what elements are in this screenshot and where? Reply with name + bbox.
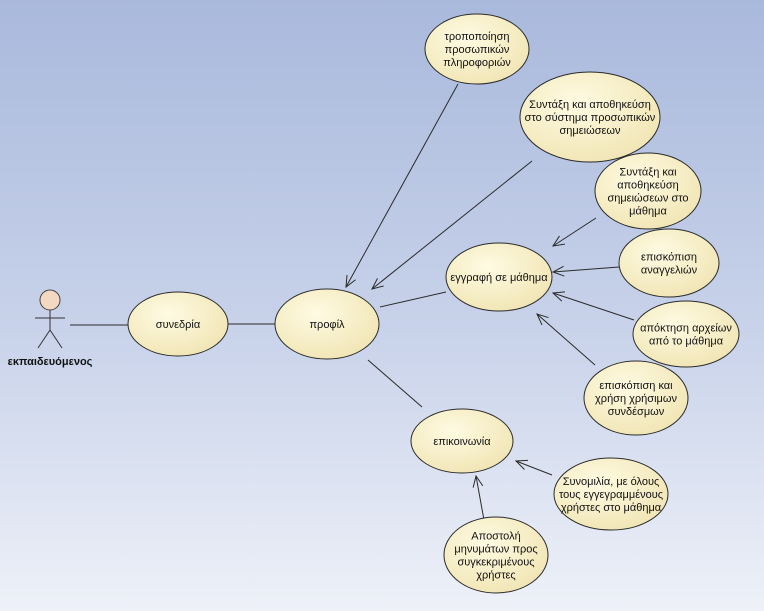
use-case-label-line: τροποποίηση xyxy=(445,31,510,43)
use-case-epikoinonia[interactable]: επικοινωνία xyxy=(410,408,514,474)
actor-eκπαιδευόμενος[interactable]: εκπαιδευόμενος xyxy=(8,289,93,368)
use-case-label-line: σημειώσεων στο xyxy=(607,193,688,205)
use-case-ellipse xyxy=(618,228,720,298)
actor-label: εκπαιδευόμενος xyxy=(8,356,93,368)
use-case-label-line: αναγγελιών xyxy=(641,265,698,277)
actor-leg-right xyxy=(49,329,63,349)
use-case-label-line: χρήστες xyxy=(476,570,516,582)
use-case-label-line: επισκόπιση και xyxy=(599,380,673,392)
use-case-label-line: προσωπικών xyxy=(445,44,510,56)
use-case-label-line: τους εγγεγραμμένους xyxy=(559,489,663,501)
use-case-label-line: συγκεκριμένους xyxy=(457,557,534,569)
use-case-label-line: συνδέσμων xyxy=(608,406,665,418)
use-case-profil[interactable]: προφίλ xyxy=(274,288,380,360)
use-case-ellipse xyxy=(519,71,661,163)
use-case-label-line: πληροφοριών xyxy=(443,57,511,69)
use-case-label-line: Συντάξη και xyxy=(619,167,677,179)
dependency-line xyxy=(515,460,553,476)
dependency-line xyxy=(552,292,635,321)
use-case-label-line: Συνομιλία, με όλους xyxy=(563,476,660,488)
use-case-label-line: μάθημα xyxy=(629,206,667,218)
use-case-ellipse xyxy=(274,288,380,360)
use-case-label-line: απόκτηση αρχείων xyxy=(640,323,732,335)
use-case-label-line: από το μάθημα xyxy=(649,336,724,348)
use-case-label-line: προφίλ xyxy=(309,319,345,331)
arrowhead-icon xyxy=(472,474,484,488)
dependency-line xyxy=(552,217,597,247)
use-case-ellipse xyxy=(424,13,530,85)
association-line xyxy=(367,359,423,408)
use-case-label-line: επικοινωνία xyxy=(433,436,491,448)
edges-layer xyxy=(70,83,635,521)
use-case-ellipse xyxy=(594,152,702,230)
dependency-line xyxy=(475,475,485,521)
use-case-ellipse xyxy=(583,360,689,436)
use-case-synedria[interactable]: συνεδρία xyxy=(127,291,229,357)
use-case-label-line: επισκόπιση xyxy=(641,252,697,264)
use-case-label-line: σημειώσεων xyxy=(560,125,621,137)
use-case-label-line: στο σύστημα προσωπικών xyxy=(525,112,656,124)
actor-head xyxy=(39,289,61,311)
use-case-ellipse xyxy=(443,516,549,594)
arrowhead-icon xyxy=(536,313,549,326)
dependency-line xyxy=(552,266,620,273)
nodes-layer: συνεδρία προφίλ τροποποίησηπροσωπικώνπληρο… xyxy=(127,13,740,594)
use-case-ellipse xyxy=(632,300,740,368)
arrowhead-icon xyxy=(371,278,384,290)
use-case-label-line: μηνυμάτων προς xyxy=(454,544,537,556)
arrowhead-icon xyxy=(551,235,565,247)
use-case-eggrafi[interactable]: εγγραφή σε μάθημα xyxy=(445,242,553,312)
dependency-line xyxy=(345,83,459,288)
use-case-label-line: εγγραφή σε μάθημα xyxy=(450,272,548,284)
arrowhead-icon xyxy=(514,459,529,470)
use-case-ellipse xyxy=(127,291,229,357)
use-case-ellipse xyxy=(410,408,514,474)
use-case-label-line: χρήστες στο μάθημα xyxy=(561,502,662,514)
arrowhead-icon xyxy=(551,291,565,302)
dependency-line xyxy=(371,160,533,290)
use-case-ellipse xyxy=(553,457,669,531)
use-case-label-line: χρήση χρήσιμων xyxy=(595,393,677,405)
use-case-ellipse xyxy=(445,242,553,312)
arrowhead-icon xyxy=(551,265,565,277)
arrowhead-icon xyxy=(345,275,356,289)
actor-leg-left xyxy=(37,329,51,349)
use-case-label-line: αποθηκεύση xyxy=(617,180,678,192)
use-case-label-line: Αποστολή xyxy=(471,531,520,543)
use-case-label-line: συνεδρία xyxy=(156,319,201,331)
association-line xyxy=(379,291,447,308)
dependency-line xyxy=(536,313,596,366)
use-case-label-line: Συντάξη και αποθηκεύση xyxy=(529,99,651,111)
